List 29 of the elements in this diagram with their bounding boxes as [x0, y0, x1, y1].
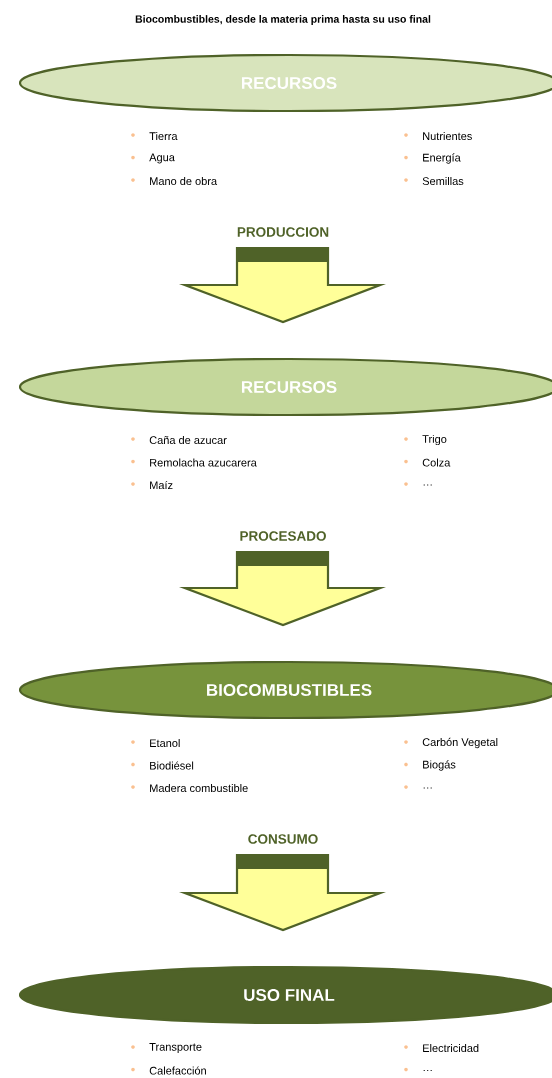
bullet-item: Mano de obra [131, 176, 218, 186]
bullet-item: Electricidad [404, 1043, 479, 1053]
bullet-item: Nutrientes [404, 131, 472, 141]
block-arrow [178, 246, 386, 324]
bullet-item: Maíz [131, 480, 173, 490]
bullet-item: … [404, 482, 432, 486]
bullet-item: … [404, 785, 432, 789]
bullet-item: Etanol [131, 738, 180, 748]
bullet-item: Remolacha azucarera [131, 458, 257, 467]
bullet-item: Agua [131, 153, 175, 164]
bullet-item: Calefacción [131, 1066, 206, 1075]
bullet-item: Caña de azucar [131, 435, 227, 445]
bullet-item: Madera combustible [131, 783, 248, 793]
bullet-item: Trigo [404, 434, 447, 446]
edge-label: PRODUCCION [237, 227, 329, 237]
bullet-item: Biodiésel [131, 761, 194, 770]
bullet-item: Biogás [404, 760, 456, 771]
bullet-item: Transporte [131, 1043, 202, 1053]
edge-label: PROCESADO [240, 531, 326, 541]
edge-label: CONSUMO [248, 834, 318, 844]
title: Biocombustibles, desde la materia prima hasta su uso final [135, 15, 431, 25]
bullet-item: Energía [404, 153, 461, 164]
bullet-item: Carbón Vegetal [404, 737, 498, 749]
bullet-item: Tierra [131, 131, 178, 141]
block-arrow [178, 550, 386, 627]
block-arrow [178, 853, 386, 932]
bullet-item: … [404, 1067, 432, 1072]
bullet-item: Semillas [404, 176, 464, 186]
bullet-item: Colza [404, 458, 451, 467]
